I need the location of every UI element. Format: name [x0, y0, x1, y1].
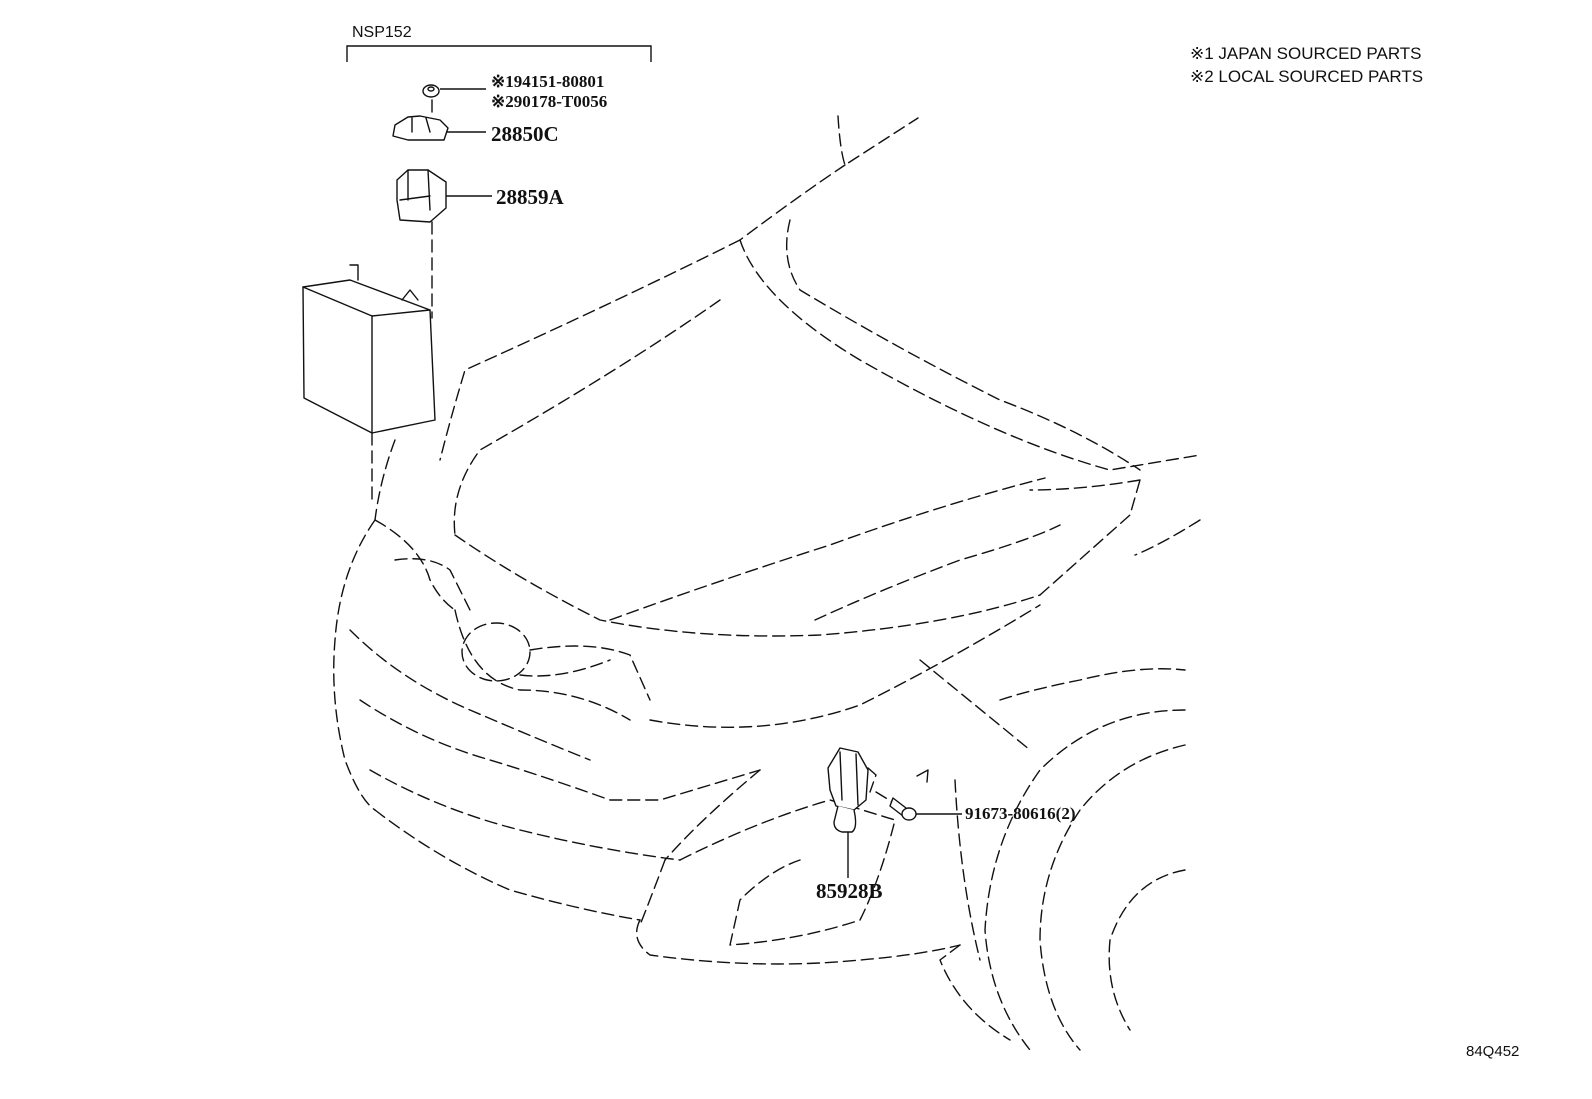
bolt-part: [875, 769, 962, 821]
relay-bracket-part: [392, 115, 486, 141]
note-local-sourced: ※2 LOCAL SOURCED PARTS: [1190, 67, 1423, 86]
battery: [302, 264, 436, 501]
figure-id: 84Q452: [1466, 1043, 1519, 1060]
callout-sensor-harness: 85928B: [816, 879, 883, 903]
callout-bolt: 91673-80616(2): [965, 804, 1075, 823]
note-japan-sourced: ※1 JAPAN SOURCED PARTS: [1190, 44, 1422, 63]
callout-nut-local: ※290178-T0056: [491, 92, 607, 111]
nut-part: [422, 84, 486, 98]
model-bracket: NSP152: [346, 24, 652, 62]
sensor-harness-part: [827, 747, 877, 878]
callout-nut-japan: ※194151-80801: [491, 72, 604, 91]
relay-part: [396, 169, 492, 223]
vehicle-outline: [333, 115, 1201, 1051]
callout-relay: 28859A: [496, 185, 565, 209]
callout-relay-bracket: 28850C: [491, 122, 559, 146]
model-label: NSP152: [352, 24, 412, 41]
